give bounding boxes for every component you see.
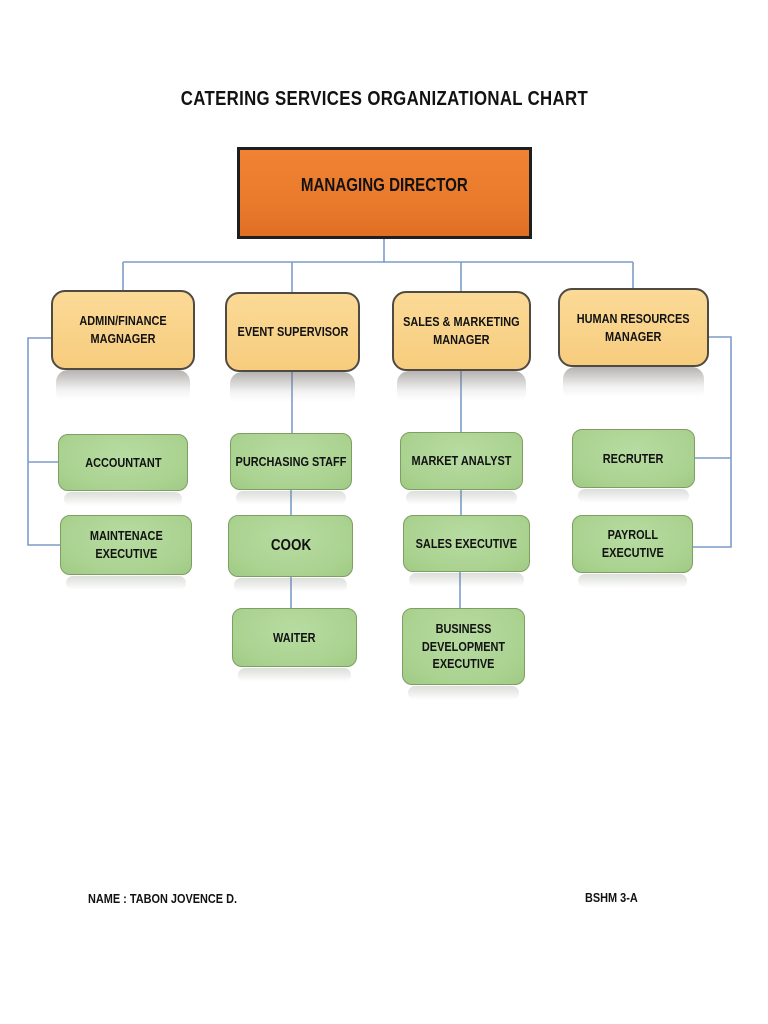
org-node-label: MARKET ANALYST bbox=[411, 453, 512, 469]
org-node-managing-director: MANAGING DIRECTOR bbox=[237, 147, 532, 239]
top-tier-connector bbox=[122, 239, 634, 292]
org-node-business-development-executive: BUSINESS DEVELOPMENT EXECUTIVE bbox=[402, 608, 525, 700]
org-node-event-supervisor: EVENT SUPERVISOR bbox=[225, 292, 360, 406]
student-name: NAME : TABON JOVENCE D. bbox=[88, 891, 265, 906]
org-node-label: ACCOUNTANT bbox=[84, 454, 162, 470]
org-node-purchasing-staff: PURCHASING STAFF bbox=[230, 433, 352, 505]
org-node-label: WAITER bbox=[273, 629, 316, 645]
org-node-maintenance-executive: MAINTENACE EXECUTIVE bbox=[60, 515, 192, 590]
page-title: CATERING SERVICES ORGANIZATIONAL CHART bbox=[0, 88, 768, 111]
org-node-label: ADMIN/FINANCE MAGNAGER bbox=[79, 313, 167, 346]
org-node-admin-finance-manager: ADMIN/FINANCE MAGNAGER bbox=[51, 290, 195, 404]
org-node-label: PAYROLL EXECUTIVE bbox=[601, 527, 664, 560]
org-node-label: RECRUTER bbox=[603, 450, 664, 466]
org-node-label: MANAGING DIRECTOR bbox=[301, 174, 468, 195]
admin-branch-connector bbox=[27, 337, 60, 546]
org-node-label: HUMAN RESOURCES MANAGER bbox=[577, 310, 690, 344]
page-title-text: CATERING SERVICES ORGANIZATIONAL CHART bbox=[180, 88, 588, 110]
org-node-human-resources-manager: HUMAN RESOURCES MANAGER bbox=[558, 288, 709, 401]
student-name-text: NAME : TABON JOVENCE D. bbox=[88, 891, 238, 906]
org-node-label: SALES & MARKETING MANAGER bbox=[403, 314, 520, 347]
org-node-recruiter: RECRUTER bbox=[572, 429, 695, 503]
class-section: BSHM 3-A bbox=[585, 890, 648, 905]
org-node-label: EVENT SUPERVISOR bbox=[237, 324, 348, 340]
org-node-label: SALES EXECUTIVE bbox=[415, 535, 518, 551]
org-node-payroll-executive: PAYROLL EXECUTIVE bbox=[572, 515, 693, 588]
org-node-waiter: WAITER bbox=[232, 608, 357, 682]
org-node-cook: COOK bbox=[228, 515, 353, 592]
org-node-label: MAINTENACE EXECUTIVE bbox=[89, 528, 163, 561]
class-section-text: BSHM 3-A bbox=[585, 890, 638, 905]
org-node-label: BUSINESS DEVELOPMENT EXECUTIVE bbox=[421, 621, 506, 672]
org-node-label: PURCHASING STAFF bbox=[235, 453, 347, 469]
org-node-market-analyst: MARKET ANALYST bbox=[400, 432, 523, 505]
org-node-accountant: ACCOUNTANT bbox=[58, 434, 188, 506]
org-node-label: COOK bbox=[270, 537, 311, 555]
org-node-sales-marketing-manager: SALES & MARKETING MANAGER bbox=[392, 291, 531, 405]
hr-branch-connector bbox=[693, 336, 732, 548]
org-node-sales-executive: SALES EXECUTIVE bbox=[403, 515, 530, 587]
